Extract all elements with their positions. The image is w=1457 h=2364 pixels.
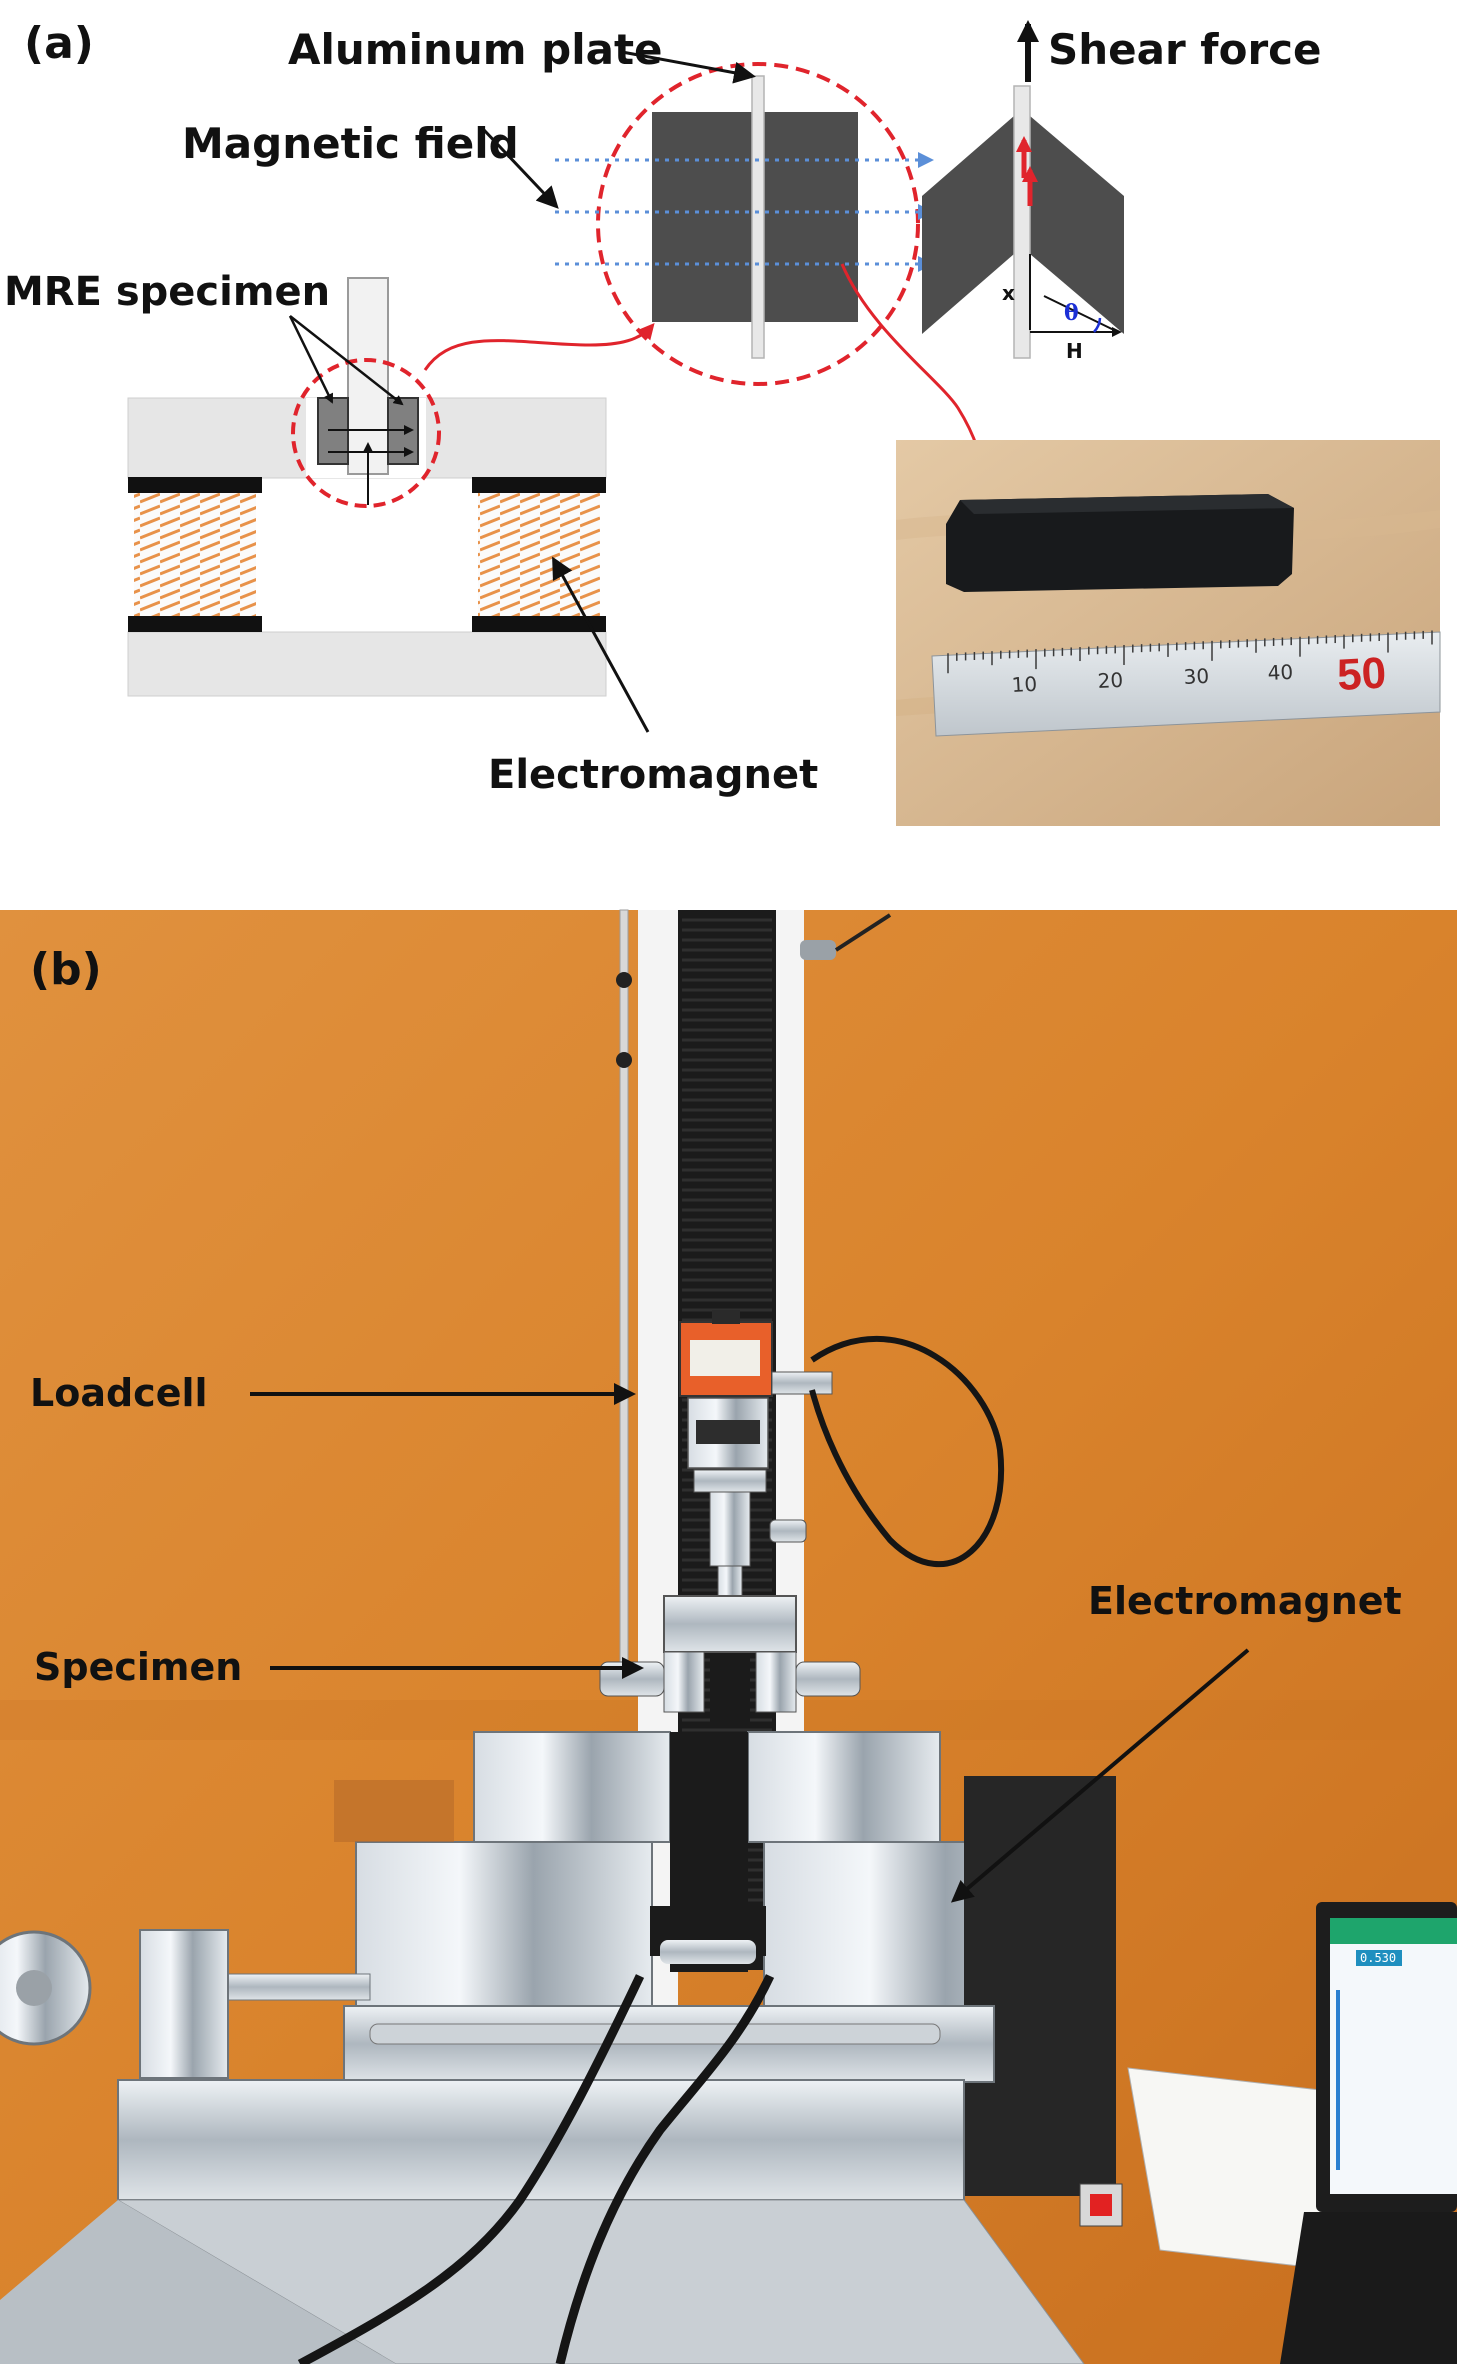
sheared-block-left bbox=[922, 116, 1014, 334]
panel-a-label: (a) bbox=[24, 18, 94, 69]
cabinet bbox=[964, 1776, 1116, 2196]
upper-pole-right bbox=[747, 1731, 941, 1843]
guide-rod bbox=[619, 909, 629, 1691]
aluminum-plate-shear bbox=[1013, 85, 1031, 359]
mre-sample-photo bbox=[946, 494, 1294, 592]
power-cable bbox=[297, 1974, 645, 2364]
mre-specimen-label: MRE specimen bbox=[4, 269, 330, 315]
specimen-label: Specimen bbox=[34, 1645, 242, 1689]
loadcell-label: Loadcell bbox=[30, 1371, 208, 1415]
coil-right-cap-bottom bbox=[472, 616, 606, 632]
x-dimension-label: x bbox=[1002, 281, 1015, 305]
electromagnet-housing-left bbox=[355, 1841, 653, 2007]
coil-left-cap-top bbox=[128, 477, 262, 493]
h-dimension-label: H bbox=[1066, 339, 1083, 363]
panel-b: 0.530 (b) Loadcell Specimen Electromagne… bbox=[0, 909, 1457, 2364]
ruler bbox=[931, 631, 1441, 737]
theta-label: θ bbox=[1064, 300, 1079, 326]
specimen-grip bbox=[663, 1595, 797, 1653]
yoke-bottom bbox=[127, 631, 607, 697]
detail-circle-large bbox=[596, 62, 920, 386]
coil-left bbox=[134, 493, 256, 616]
panel-b-label: (b) bbox=[30, 944, 102, 995]
ruler-label-50: 50 bbox=[1336, 648, 1387, 699]
shear-force-label: Shear force bbox=[1048, 25, 1322, 74]
magnetic-field-label: Magnetic field bbox=[182, 119, 519, 168]
coil-right-cap-top bbox=[472, 477, 606, 493]
panel-a: (a) MRE specimen bbox=[4, 18, 1441, 826]
ruler-label-20: 20 bbox=[1097, 668, 1124, 693]
electromagnet-fixture bbox=[0, 1731, 1123, 2364]
aluminum-plate-schematic bbox=[347, 277, 389, 475]
electromagnet-pointer bbox=[950, 1648, 1250, 1903]
zoom-connector bbox=[423, 322, 655, 371]
ruler-label-40: 40 bbox=[1267, 660, 1294, 685]
electromagnet-label-a: Electromagnet bbox=[488, 752, 818, 798]
mre-block-large-right bbox=[764, 112, 858, 322]
shear-schematic: Shear force x H θ bbox=[922, 20, 1322, 363]
mre-block-large-left bbox=[652, 112, 752, 322]
ruler-ticks bbox=[947, 630, 1433, 674]
electromagnet-schematic: MRE specimen Electromagnet bbox=[4, 269, 818, 798]
laptop-screen-value: 0.530 bbox=[1360, 1951, 1396, 1965]
fixture-base bbox=[117, 2079, 965, 2201]
detail-circle-small bbox=[291, 358, 441, 508]
laptop: 0.530 bbox=[1127, 1902, 1457, 2364]
coil-right bbox=[478, 493, 600, 616]
zoom-detail: Aluminum plate Magnetic field bbox=[182, 25, 934, 386]
aluminum-plate-large bbox=[751, 75, 765, 359]
sheared-block-right bbox=[1030, 116, 1124, 334]
aluminum-plate-label: Aluminum plate bbox=[288, 25, 663, 74]
ruler-label-30: 30 bbox=[1183, 664, 1210, 689]
specimen-photo: 10 20 30 40 50 bbox=[896, 440, 1441, 826]
loadcell-cable bbox=[809, 1336, 1005, 1568]
coil-left-cap-bottom bbox=[128, 616, 262, 632]
electromagnet-label-b: Electromagnet bbox=[1088, 1579, 1402, 1623]
upper-pole-left bbox=[473, 1731, 671, 1843]
ruler-label-10: 10 bbox=[1011, 672, 1038, 697]
